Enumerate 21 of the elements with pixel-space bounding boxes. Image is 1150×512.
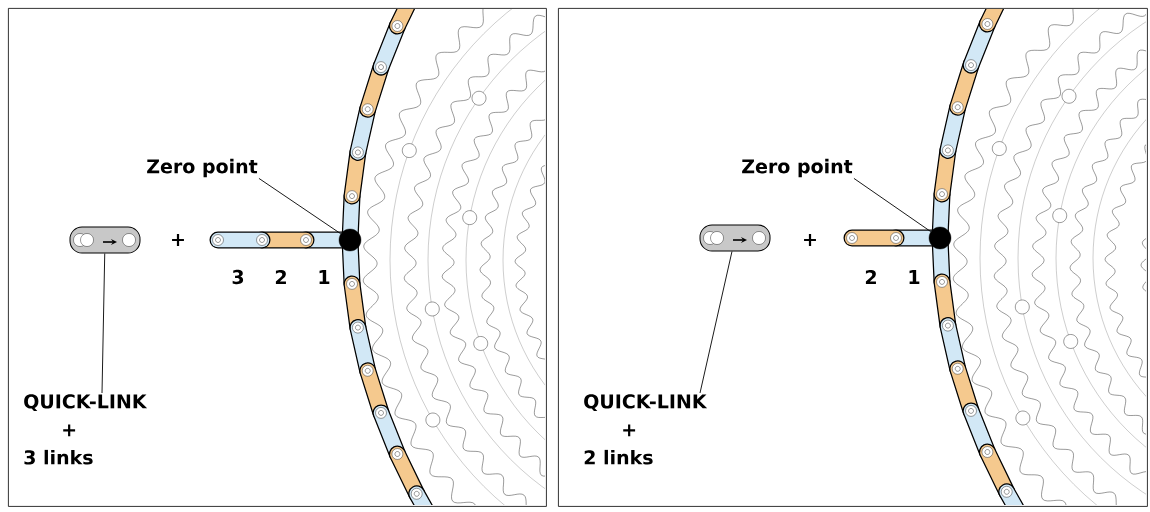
plus-sign: + <box>804 234 816 246</box>
part-label: QUICK-LINK + 2 links <box>584 394 708 465</box>
plus-sign: + <box>172 234 184 246</box>
link-number: 1 <box>909 270 920 284</box>
link-number: 2 <box>865 269 876 285</box>
link-number: 2 <box>275 269 286 285</box>
quick-link-drawing <box>69 226 141 254</box>
leader-line <box>699 251 733 394</box>
leader-line <box>101 253 106 394</box>
part-label: QUICK-LINK + 3 links <box>24 394 148 465</box>
leader-line <box>853 177 932 233</box>
zero-point-label: Zero point <box>742 158 853 178</box>
leader-line <box>258 177 342 235</box>
link-number: 1 <box>319 270 330 284</box>
zero-point-label: Zero point <box>147 158 258 178</box>
panel-frame <box>558 8 1148 507</box>
link-number: 3 <box>232 269 244 285</box>
zero-point-pin <box>338 228 362 252</box>
panel-frame <box>8 8 547 507</box>
zero-point-pin <box>928 226 952 250</box>
quick-link-drawing <box>699 224 771 252</box>
